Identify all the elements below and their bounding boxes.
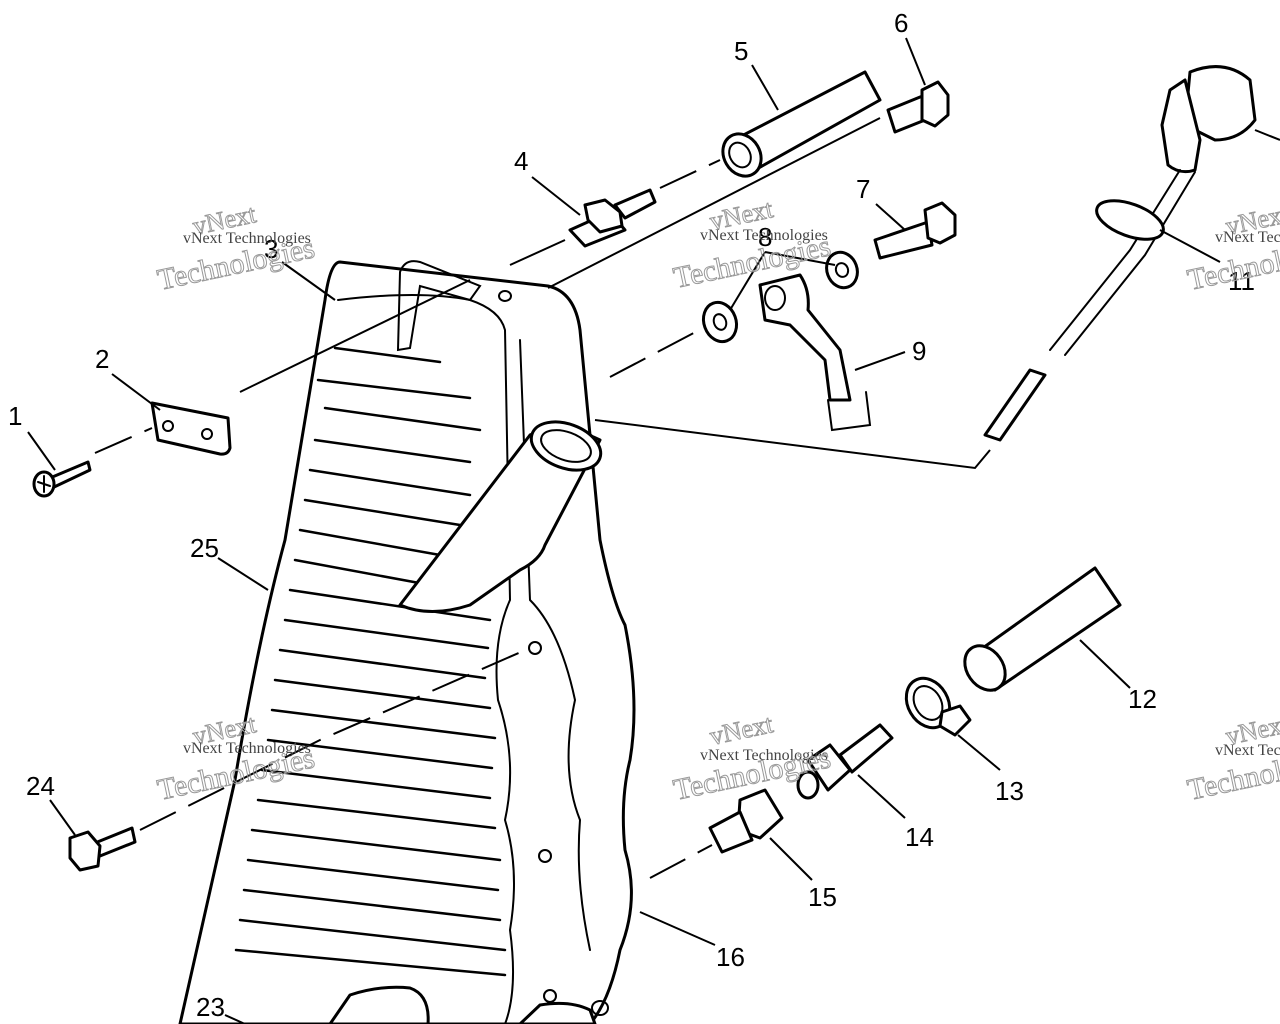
callout-5: 5 (734, 36, 748, 66)
hose-fitting-part-14 (796, 723, 894, 800)
callout-8: 8 (758, 222, 772, 252)
watermark-bottom-right: vNext vNext Technologies Technologies (1184, 709, 1280, 808)
watermark-full: vNext Technologies (183, 740, 311, 757)
callout-labels: 1 2 3 4 5 6 7 8 9 11 12 13 14 15 16 23 2… (8, 8, 1255, 1022)
watermark-top-left: vNext vNext Technologies Technologies (154, 199, 318, 298)
watermark-top-right: vNext vNext Technologies Technologies (1184, 199, 1280, 298)
watermark-full: vNext Technologies (1215, 229, 1280, 246)
callout-13: 13 (995, 776, 1024, 806)
callout-3: 3 (264, 234, 278, 264)
watermark-full: vNext Technologies (700, 227, 828, 244)
hose-clamp-part-13 (904, 676, 972, 737)
switch-part-15 (708, 788, 784, 854)
screw-part-1 (32, 460, 92, 498)
callout-7: 7 (856, 174, 870, 204)
callout-11: 11 (1228, 266, 1255, 296)
callout-12: 12 (1128, 684, 1157, 714)
callout-2: 2 (95, 344, 109, 374)
callout-15: 15 (808, 882, 837, 912)
callout-1: 1 (8, 401, 22, 431)
callout-16: 16 (716, 942, 745, 972)
callout-23: 23 (196, 992, 225, 1022)
watermark-full: vNext Technologies (700, 747, 828, 764)
hose-part-12 (963, 566, 1122, 692)
dipstick-assembly (983, 65, 1257, 442)
callout-4: 4 (514, 146, 528, 176)
bolt-part-6 (886, 80, 950, 134)
banjo-line-part-9 (758, 273, 872, 432)
watermark-top-center: vNext vNext Technologies Technologies (670, 194, 834, 296)
callout-24: 24 (26, 771, 55, 801)
watermark-brand: vNext (707, 709, 776, 751)
callout-14: 14 (905, 822, 934, 852)
washers-part-8 (701, 250, 859, 344)
fitting-part-4 (568, 188, 657, 248)
oil-tank (178, 260, 636, 1024)
hose-part-5 (721, 70, 882, 178)
filler-neck (398, 420, 603, 613)
callout-6: 6 (894, 8, 908, 38)
watermark-full: vNext Technologies (1215, 742, 1280, 759)
bracket-plate-part-2 (150, 401, 232, 456)
callout-leaders (27, 37, 1280, 1024)
assembly-lines (94, 117, 991, 879)
bolt-part-24 (68, 826, 137, 872)
callout-9: 9 (912, 336, 926, 366)
bolt-part-7 (873, 201, 957, 260)
callout-25: 25 (190, 533, 219, 563)
tank-cooling-fins (234, 346, 507, 977)
watermark-full: vNext Technologies (183, 230, 311, 247)
